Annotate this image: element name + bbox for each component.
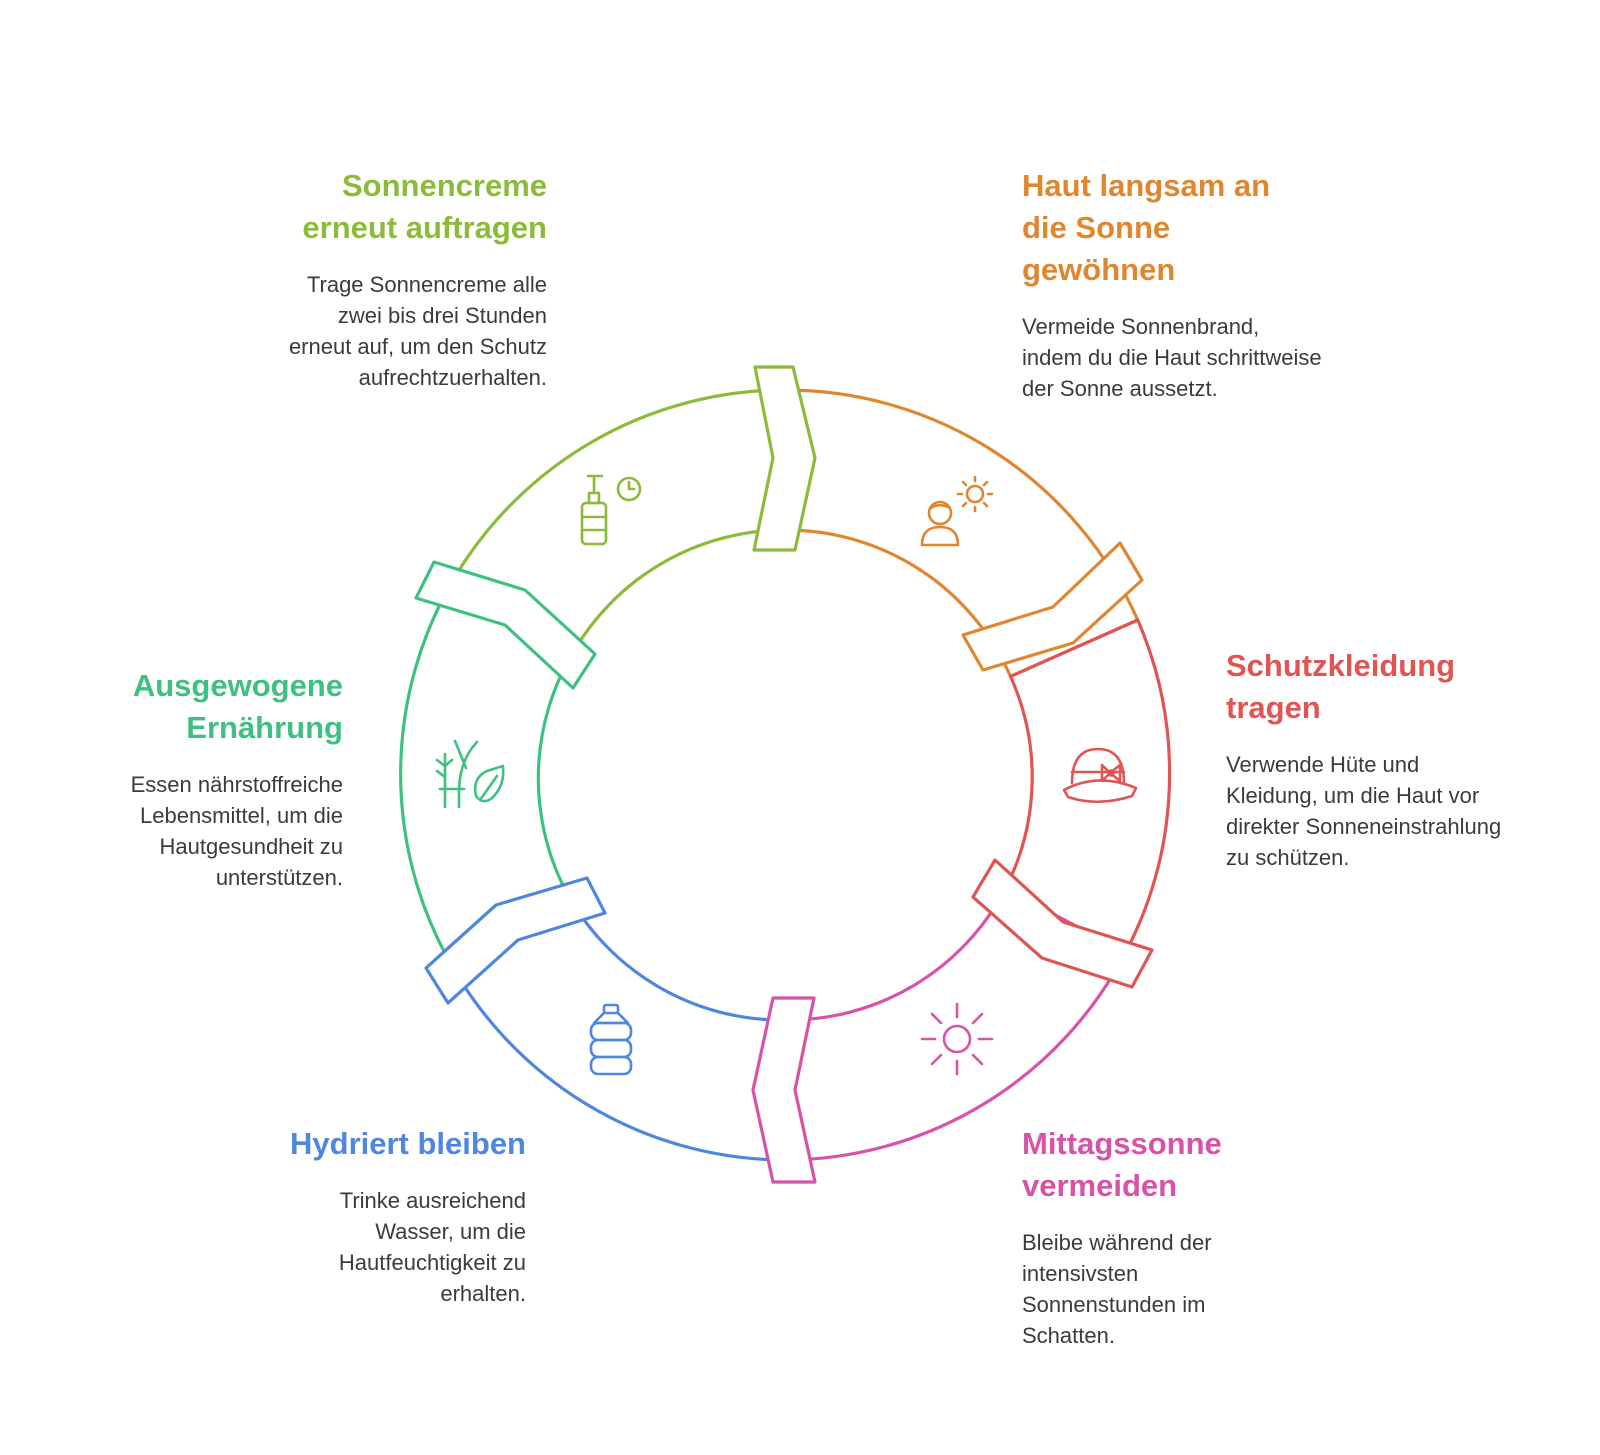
- person-sun-icon: [920, 475, 994, 547]
- step-sonnencreme: Sonnencreme erneut auftragen Trage Sonne…: [247, 165, 547, 393]
- step-description: Trinke ausreichend Wasser, um die Hautfe…: [338, 1188, 526, 1306]
- step-title: Haut langsam an die Sonne gewöhnen: [1022, 168, 1271, 287]
- chevron-arrow-top-left: [414, 560, 597, 690]
- sunscreen-clock-icon: [580, 474, 642, 546]
- chevron-arrow-bottom-right: [971, 858, 1154, 989]
- step-description: Bleibe während der intensivsten Sonnenst…: [1022, 1230, 1212, 1348]
- chevron-arrow-bottom: [751, 996, 817, 1184]
- step-haut-gewoehnen: Haut langsam an die Sonne gewöhnen Verme…: [1022, 165, 1322, 404]
- step-mittagssonne: Mittagssonne vermeiden Bleibe während de…: [1022, 1123, 1272, 1351]
- water-bottle-icon: [589, 1003, 633, 1076]
- chevron-arrow-top: [752, 365, 817, 552]
- step-title: Sonnencreme erneut auftragen: [302, 168, 547, 245]
- chevron-arrow-top-right: [961, 541, 1144, 672]
- segment-haut-gewoehnen: [783, 388, 1140, 678]
- step-title: Ausgewogene Ernährung: [132, 668, 343, 745]
- step-title: Hydriert bleiben: [290, 1126, 526, 1161]
- step-description: Essen nährstoffreiche Lebensmittel, um d…: [130, 772, 343, 890]
- sun-icon: [920, 1002, 994, 1076]
- plant-leaf-icon: [435, 739, 505, 809]
- chevron-arrows: [414, 365, 1154, 1184]
- step-title: Schutzkleidung tragen: [1226, 648, 1456, 725]
- step-title: Mittagssonne vermeiden: [1022, 1126, 1222, 1203]
- step-description: Trage Sonnencreme alle zwei bis drei Stu…: [288, 272, 547, 390]
- step-ernaehrung: Ausgewogene Ernährung Essen nährstoffrei…: [83, 665, 343, 893]
- chevron-arrow-bottom-left: [424, 876, 607, 1005]
- hat-icon: [1062, 747, 1138, 804]
- step-description: Verwende Hüte und Kleidung, um die Haut …: [1226, 752, 1502, 870]
- step-description: Vermeide Sonnenbrand, indem du die Haut …: [1022, 314, 1322, 401]
- step-hydriert: Hydriert bleiben Trinke ausreichend Wass…: [226, 1123, 526, 1309]
- step-schutzkleidung: Schutzkleidung tragen Verwende Hüte und …: [1226, 645, 1516, 873]
